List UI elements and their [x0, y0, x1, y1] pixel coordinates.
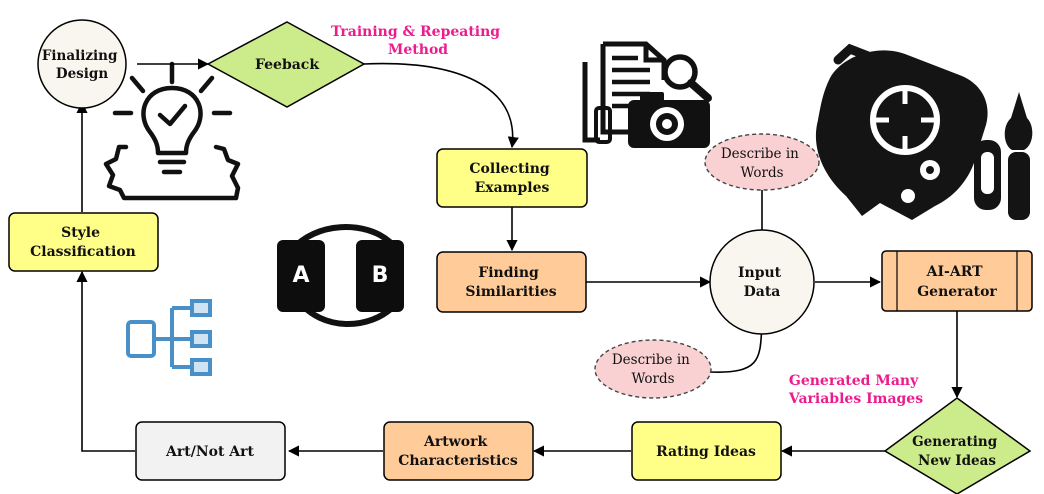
document-camera-icon	[582, 41, 712, 148]
describe-words-top-node: Describe in Words	[704, 133, 820, 191]
svg-text:Describe in Words: Describe in Words	[612, 352, 694, 387]
describe-words-bottom-node: Describe in Words	[594, 339, 712, 399]
describe-top-line1: Describe in	[721, 146, 799, 162]
ai-art-generator-line1: AI-ART	[926, 264, 983, 280]
hierarchy-tree-icon	[126, 299, 212, 376]
svg-text:Describe in Words: Describe in Words	[721, 146, 803, 181]
collecting-examples-node: Collecting Examples	[436, 148, 588, 208]
art-not-art-label: Art/Not Art	[165, 444, 255, 460]
finding-similarities-line2: Similarities	[465, 284, 556, 300]
input-data-line1: Input	[738, 265, 782, 281]
feedback-label: Feeback	[255, 57, 319, 73]
finding-similarities-line1: Finding	[478, 265, 539, 281]
describe-top-line2: Words	[740, 165, 783, 181]
collecting-examples-line1: Collecting	[469, 161, 550, 177]
generated-line1: Generated Many	[789, 373, 919, 389]
artwork-characteristics-line2: Characteristics	[398, 453, 518, 469]
input-data-line2: Data	[744, 284, 781, 300]
generating-new-ideas-line2: New Ideas	[918, 453, 996, 469]
input-data-node: Input Data	[709, 229, 815, 335]
describe-bottom-line1: Describe in	[612, 352, 690, 368]
ai-art-generator-node: AI-ART Generator	[881, 250, 1033, 312]
generated-line2: Variables Images	[788, 391, 923, 407]
svg-text:Collecting Examples: Collecting Examples	[469, 161, 554, 196]
feedback-node: Feeback	[206, 21, 366, 108]
style-classification-line2: Classification	[30, 244, 136, 260]
lightbulb-gear-icon	[103, 61, 241, 201]
training-annotation: Training & Repeating Method	[331, 24, 505, 58]
ab-label-a: A	[292, 263, 309, 288]
svg-text:Artwork Characteristics: Artwork Characteristics	[398, 434, 518, 469]
svg-text:Generating New Ideas: Generating New Ideas	[912, 434, 1002, 469]
rating-ideas-node: Rating Ideas	[631, 421, 782, 481]
style-classification-node: Style Classification	[8, 212, 159, 272]
finalizing-design-node: Finalizing Design	[37, 19, 127, 109]
ai-robot-art-icon	[815, 43, 1033, 221]
svg-text:AI-ART Generator: AI-ART Generator	[917, 264, 997, 300]
art-not-art-node: Art/Not Art	[135, 421, 286, 481]
svg-text:Style Classification: Style Classification	[30, 225, 136, 260]
training-line1: Training & Repeating	[331, 24, 500, 40]
generating-new-ideas-node: Generating New Ideas	[883, 397, 1032, 494]
svg-text:Input Data: Input Data	[738, 265, 786, 300]
style-classification-line1: Style	[61, 225, 100, 241]
finalizing-design-line2: Design	[56, 66, 108, 82]
svg-text:Finalizing Design: Finalizing Design	[42, 48, 122, 82]
artwork-characteristics-node: Artwork Characteristics	[383, 421, 534, 481]
training-line2: Method	[388, 42, 448, 58]
rating-ideas-label: Rating Ideas	[656, 444, 756, 460]
ab-label-b: B	[372, 263, 389, 288]
generating-new-ideas-line1: Generating	[912, 434, 998, 450]
collecting-examples-line2: Examples	[475, 180, 550, 196]
artwork-characteristics-line1: Artwork	[423, 434, 487, 450]
ai-art-generator-line2: Generator	[917, 284, 997, 300]
arrow-feedback-to-collecting	[363, 62, 519, 149]
generated-annotation: Generated Many Variables Images	[788, 373, 923, 407]
finalizing-design-line1: Finalizing	[42, 48, 118, 64]
svg-text:Finding Similarities: Finding Similarities	[465, 265, 556, 300]
finding-similarities-node: Finding Similarities	[436, 251, 587, 313]
describe-bottom-line2: Words	[631, 371, 674, 387]
ab-test-icon: A B	[277, 224, 404, 327]
arrow-artnotart-to-style	[76, 270, 135, 452]
